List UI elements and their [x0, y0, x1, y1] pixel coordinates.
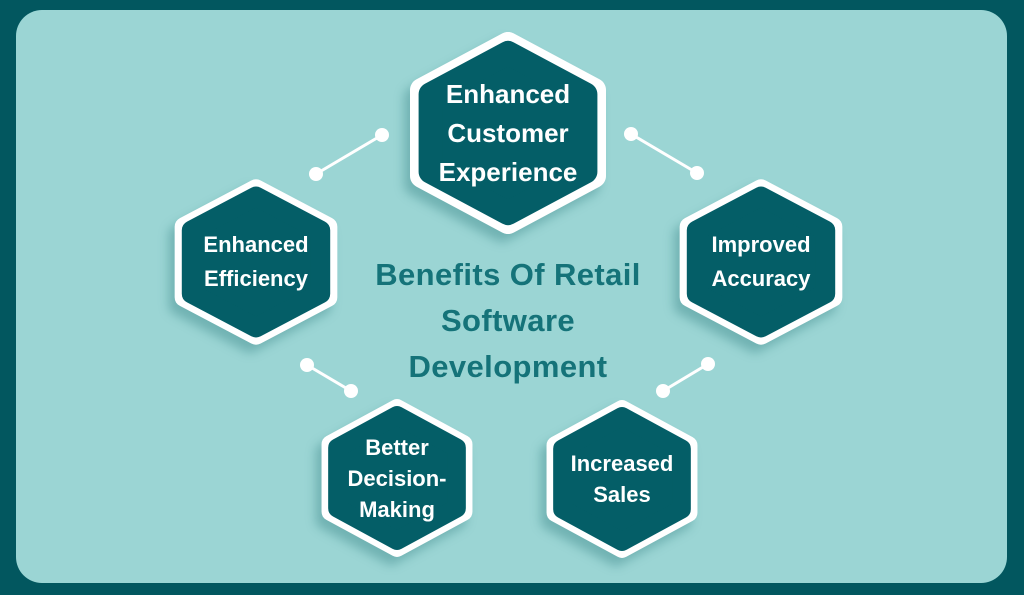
hexagon-shape — [174, 179, 338, 345]
hexagon-enhanced-efficiency: Enhanced Efficiency — [173, 176, 339, 348]
hexagon-label: Better Decision- Making — [347, 434, 447, 522]
hexagon-better-decision-making: Better Decision- Making — [320, 396, 474, 560]
hexagon-enhanced-customer-experience: Enhanced Customer Experience — [408, 28, 608, 238]
hexagon-shape — [321, 399, 473, 557]
page-title-line: Benefits Of Retail — [375, 257, 641, 292]
hexagon-improved-accuracy: Improved Accuracy — [678, 176, 844, 348]
hexagon-label: Enhanced Customer Experience — [438, 78, 578, 187]
page-title: Benefits Of Retail Software Development — [308, 252, 708, 390]
hexagon-label: Improved Accuracy — [711, 232, 811, 291]
hexagon-increased-sales: Increased Sales — [545, 397, 699, 561]
page-title-line: Software — [440, 303, 576, 338]
hexagon-label: Enhanced Efficiency — [203, 232, 309, 291]
hexagon-shape — [410, 32, 606, 234]
hexagon-shape — [546, 400, 698, 558]
hexagon-shape — [679, 179, 843, 345]
page-title-line: Development — [408, 349, 608, 384]
hexagon-label: Increased Sales — [570, 451, 674, 507]
